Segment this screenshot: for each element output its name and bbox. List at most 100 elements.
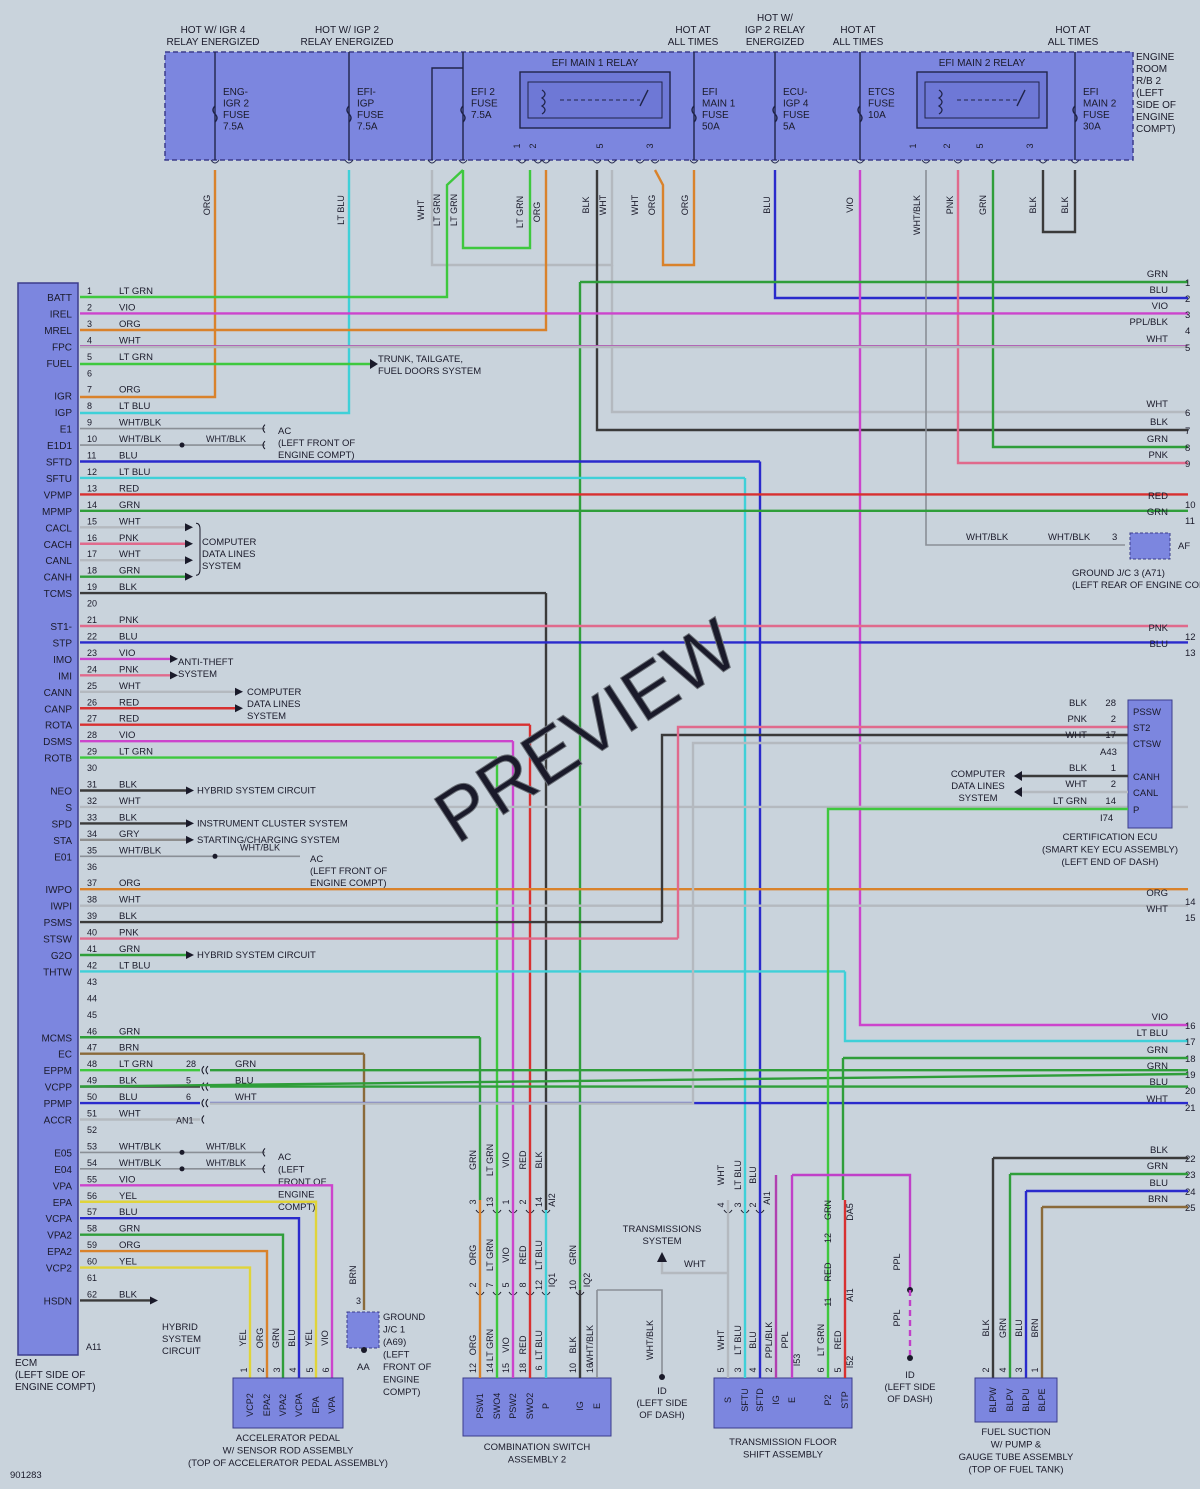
right-wire-color: BLK — [1150, 417, 1169, 428]
wire-wht-6 — [610, 265, 1188, 414]
wire-vio-16 — [858, 170, 1188, 1027]
right-wire-number: 17 — [1185, 1037, 1196, 1048]
accel-pin: VCPA — [294, 1393, 304, 1417]
id-dash-label: (LEFT SIDE — [884, 1382, 935, 1393]
wire-color-label: LT GRN — [485, 1144, 495, 1176]
ecm-pin-number: 49 — [87, 1076, 97, 1086]
connector-label: I53 — [792, 1354, 802, 1367]
right-wire-color: RED — [1148, 491, 1168, 502]
callout-computer-data-2: SYSTEM — [247, 711, 286, 722]
ecm-pin-number: 24 — [87, 664, 97, 674]
fuse-label: 50A — [702, 122, 720, 133]
wire-color-label: LT GRN — [432, 194, 442, 226]
wire-color-label: LT GRN — [449, 194, 459, 226]
callout-ground-ac: AC — [278, 426, 291, 437]
ecm-pin-name: VPMP — [44, 490, 73, 501]
ecm-pin-name: EPA2 — [47, 1247, 72, 1258]
ecm-pin-name: TCMS — [44, 589, 73, 600]
relay-pin: 3 — [645, 143, 655, 148]
connector-tick — [517, 159, 527, 164]
fuse-label: MAIN 2 — [1083, 99, 1117, 110]
arrow-icon — [185, 539, 193, 548]
callout-ground-ac: ENGINE COMPT) — [278, 450, 355, 461]
callout-computer-data-3: COMPUTER — [951, 769, 1006, 780]
wire-color-label: WHT/BLK — [240, 842, 280, 852]
combo-switch-label: COMBINATION SWITCH — [484, 1442, 591, 1453]
fuse-label: FUSE — [702, 110, 729, 121]
wire-color-label: BLK — [534, 1151, 544, 1168]
ecm-pin-name: FUEL — [46, 359, 72, 370]
fuel-pin: BLPV — [1005, 1388, 1015, 1411]
ground-jc3-box — [1129, 532, 1171, 560]
ecm-pin-name: MPMP — [42, 507, 72, 518]
callout-computer-data-3: SYSTEM — [958, 793, 997, 804]
combo-pin-number: 2 — [518, 1199, 528, 1204]
right-wire-color: BLU — [1150, 285, 1169, 296]
right-wire-number: 18 — [1185, 1054, 1196, 1065]
wire-grn-19 — [79, 1072, 1189, 1088]
wire-grn-8 — [991, 170, 1188, 449]
connector-tick — [201, 1082, 209, 1091]
relay-inner — [527, 81, 663, 119]
wire-color-label: RED — [518, 1335, 528, 1355]
wire-color-label: GRN — [998, 1318, 1008, 1338]
wire-color-label: BLU — [287, 1329, 297, 1347]
ecm-pin-name: SFTU — [46, 474, 72, 485]
fuel-pump-label: (TOP OF FUEL TANK) — [968, 1465, 1063, 1476]
connector-tick — [953, 159, 963, 164]
ecm-pin-name: HSDN — [44, 1296, 72, 1307]
fuse-label: 5A — [783, 122, 796, 133]
connector-tick — [607, 159, 617, 164]
ecm-pin-number: 9 — [87, 418, 92, 428]
ecm-wire-color: GRY — [119, 829, 140, 840]
right-wire-number: 14 — [1185, 897, 1196, 908]
right-wire-color: WHT — [1146, 334, 1168, 345]
cert-pin-number: 1 — [1111, 763, 1116, 774]
fuse-label: FUSE — [783, 110, 810, 121]
cert-wire-color: WHT — [1065, 730, 1087, 741]
callout-ground-ac-2: AC — [310, 854, 323, 865]
hot-label: HOT W/ IGP 2 — [315, 25, 380, 36]
ecm-pin-number: 2 — [87, 302, 92, 312]
wire-color-label: WHT — [630, 194, 640, 215]
ecm-pin-number: 51 — [87, 1109, 97, 1119]
relay-block-label: R/B 2 — [1136, 76, 1161, 87]
connector-tick — [592, 159, 602, 164]
ecm-pin-name: E05 — [54, 1148, 72, 1159]
fuel-pin: BLPE — [1037, 1388, 1047, 1411]
connector-tick — [201, 1098, 209, 1108]
ecm-pin-name: THTW — [43, 967, 72, 978]
ground-jc3-label: (LEFT REAR OF ENGINE COMPT) — [1072, 580, 1200, 591]
combo-pin-number: 16 — [585, 1363, 595, 1373]
id-dash-label: OF DASH) — [887, 1394, 932, 1405]
connector-tick — [344, 159, 354, 164]
wire-color-label: WHT/BLK — [206, 1158, 246, 1168]
ecm-wire-color: WHT/BLK — [119, 434, 162, 445]
callout-anti-theft: SYSTEM — [178, 669, 217, 680]
shift-assembly-label: SHIFT ASSEMBLY — [743, 1450, 824, 1461]
ecm-pin-number: 26 — [87, 697, 97, 707]
ecm-pin-name: PPMP — [44, 1099, 73, 1110]
connector-tick — [689, 159, 699, 164]
callout-starting: STARTING/CHARGING SYSTEM — [197, 835, 340, 846]
right-wire-number: 25 — [1185, 1203, 1196, 1214]
ecm-wire-color: WHT — [119, 681, 141, 692]
wire-accel — [80, 1200, 318, 1378]
wire-color-label: WHT/BLK — [966, 532, 1009, 543]
combo-pin-number: 5 — [501, 1282, 511, 1287]
callout-hybrid-3: HYBRID — [162, 1322, 198, 1333]
right-wire-number: 12 — [1185, 632, 1196, 643]
accel-pin-number: 4 — [288, 1367, 298, 1372]
ecm-wire-color: WHT/BLK — [119, 845, 162, 856]
ecm-pin-name: STP — [53, 638, 73, 649]
ecm-wire-color: BLK — [119, 1289, 138, 1300]
shift-pin-number: 11 — [823, 1297, 833, 1306]
connector-tick — [770, 159, 780, 164]
fuse-label: EFI- — [357, 87, 376, 98]
ecm-wire-color: PNK — [119, 664, 139, 675]
wire-color-label: RED — [518, 1150, 528, 1170]
right-wire-number: 8 — [1185, 443, 1190, 454]
combo-pin-number: 10 — [568, 1280, 578, 1290]
connector-tick — [541, 159, 551, 164]
ecm-pin-number: 33 — [87, 812, 97, 822]
